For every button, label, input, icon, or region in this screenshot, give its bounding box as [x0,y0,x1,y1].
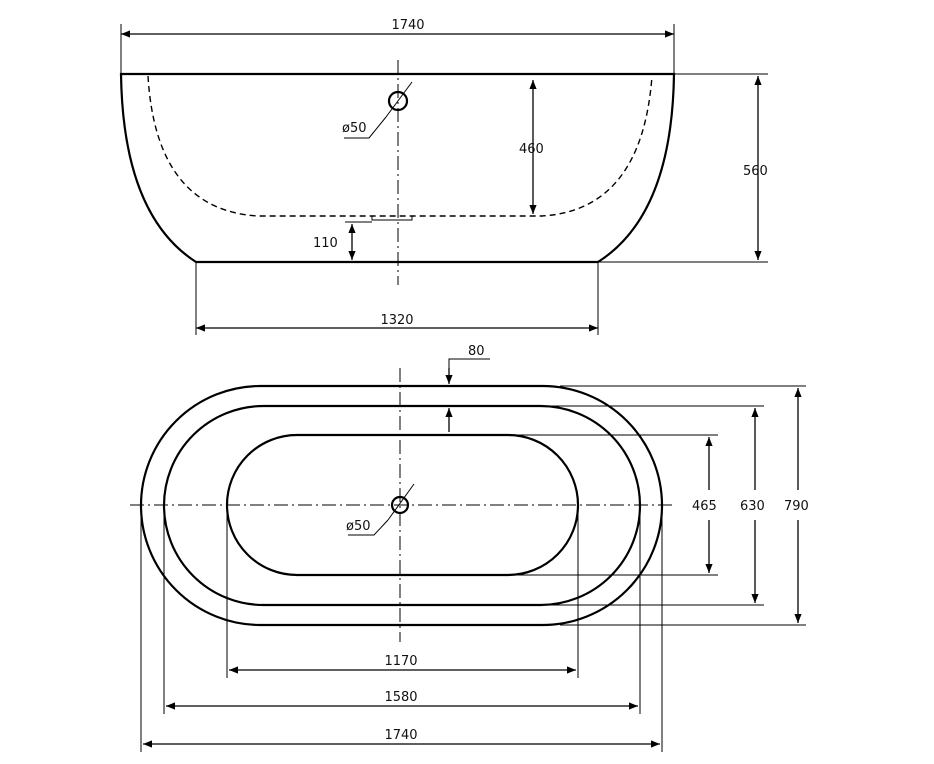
top-view: ø50 80 465 630 790 1170 [130,344,809,752]
side-inner-cavity [147,75,653,217]
top-drain-icon [390,495,410,515]
top-1170-label: 1170 [384,654,417,669]
side-bottom-label: 110 [313,236,338,251]
side-drain-icon [387,90,409,112]
top-630-label: 630 [740,499,765,514]
side-height-label: 560 [743,164,768,179]
side-drain-leader [344,116,387,139]
top-rim-label: 80 [468,344,485,359]
side-drain-diagonal [385,81,413,118]
top-465-label: 465 [692,499,717,514]
top-rim-leader [448,358,490,374]
top-drain-diagonal [387,483,415,521]
top-790-label: 790 [784,499,809,514]
side-width-label: 1740 [391,18,424,33]
top-1740-label: 1740 [384,728,417,743]
side-drain-label: ø50 [342,121,367,136]
top-drain-leader [348,519,389,536]
side-depth-label: 460 [519,142,544,157]
side-drain-outlet [371,216,413,221]
top-drain-label: ø50 [346,519,371,534]
side-view: 1740 ø50 460 560 110 1320 [119,18,768,335]
side-base-label: 1320 [380,313,413,328]
top-1580-label: 1580 [384,690,417,705]
